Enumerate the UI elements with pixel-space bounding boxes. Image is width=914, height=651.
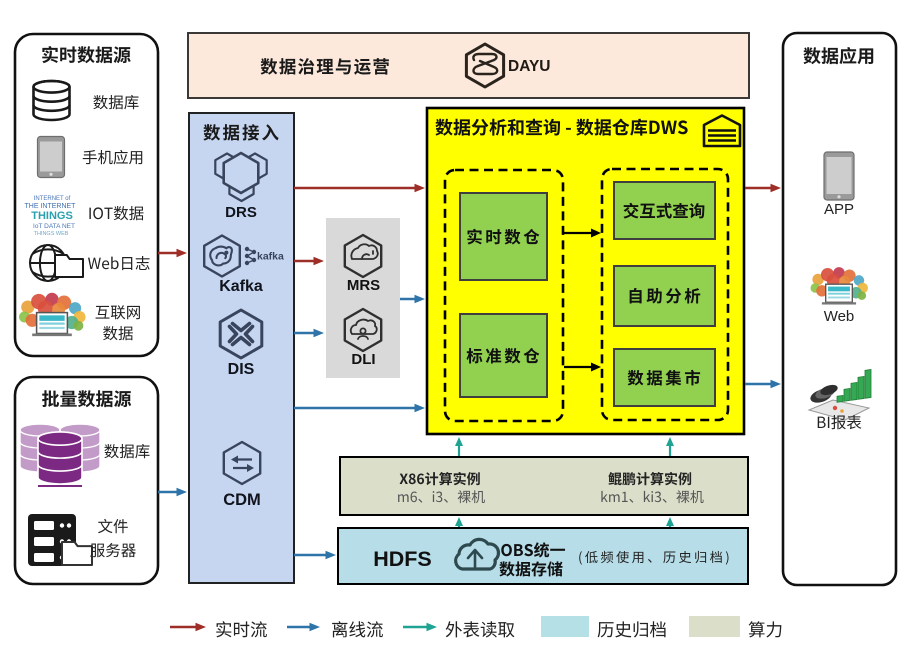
svg-text:kafka: kafka: [257, 251, 284, 263]
svg-text:THINGS WEB: THINGS WEB: [34, 231, 69, 237]
svg-text:THE INTERNET: THE INTERNET: [25, 203, 77, 210]
svg-text:THINGS: THINGS: [31, 210, 73, 222]
svg-text:DLI: DLI: [351, 351, 375, 368]
svg-text:DIS: DIS: [228, 361, 255, 378]
svg-text:DRS: DRS: [225, 204, 257, 221]
svg-text:Web: Web: [824, 308, 855, 325]
svg-text:DAYU: DAYU: [508, 58, 551, 75]
svg-text:APP: APP: [824, 201, 854, 218]
svg-text:INTERNET of: INTERNET of: [34, 196, 71, 202]
svg-text:MRS: MRS: [347, 277, 380, 294]
svg-text:IoT DATA NET: IoT DATA NET: [33, 223, 75, 230]
svg-text:Kafka: Kafka: [219, 278, 263, 295]
svg-text:CDM: CDM: [223, 491, 261, 509]
svg-text:HDFS: HDFS: [373, 547, 432, 571]
